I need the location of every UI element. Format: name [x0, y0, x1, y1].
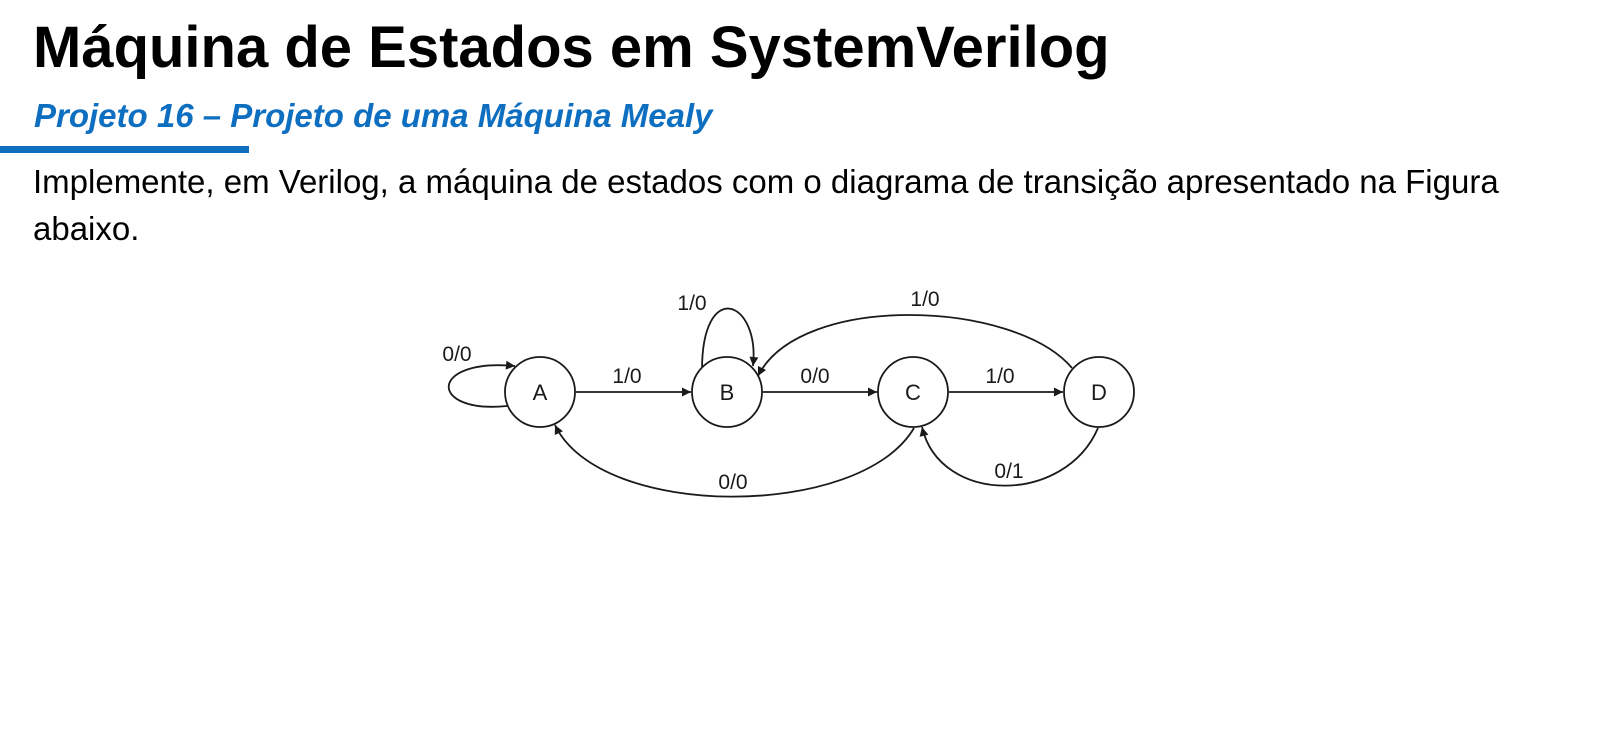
transition-a-a	[447, 360, 516, 408]
transition-label-a-a: 0/0	[442, 343, 471, 366]
transition-c-a	[554, 424, 915, 498]
transition-d-c	[919, 426, 1099, 487]
state-d-label: D	[1091, 380, 1107, 405]
transition-label-d-b: 1/0	[910, 288, 939, 311]
transition-label-b-c: 0/0	[800, 365, 829, 388]
slide-subtitle: Projeto 16 – Projeto de uma Máquina Meal…	[34, 97, 713, 134]
slide-title: Máquina de Estados em SystemVerilog	[33, 15, 1110, 80]
body-paragraph: Implemente, em Verilog, a máquina de est…	[33, 163, 1499, 247]
state-b-node	[691, 356, 763, 428]
transition-label-b-b: 1/0	[677, 292, 706, 315]
transition-label-a-b: 1/0	[612, 365, 641, 388]
state-c-label: C	[905, 380, 921, 405]
transition-b-b	[701, 307, 759, 371]
transition-d-b	[757, 314, 1073, 377]
state-d-node	[1063, 356, 1135, 428]
accent-bar	[0, 146, 249, 153]
state-a-label: A	[533, 380, 548, 405]
transition-label-c-a: 0/0	[718, 471, 747, 494]
transition-label-d-c: 0/1	[994, 460, 1023, 483]
state-b-label: B	[720, 380, 735, 405]
transition-label-c-d: 1/0	[985, 365, 1014, 388]
state-a-node	[504, 356, 576, 428]
state-c-node	[877, 356, 949, 428]
